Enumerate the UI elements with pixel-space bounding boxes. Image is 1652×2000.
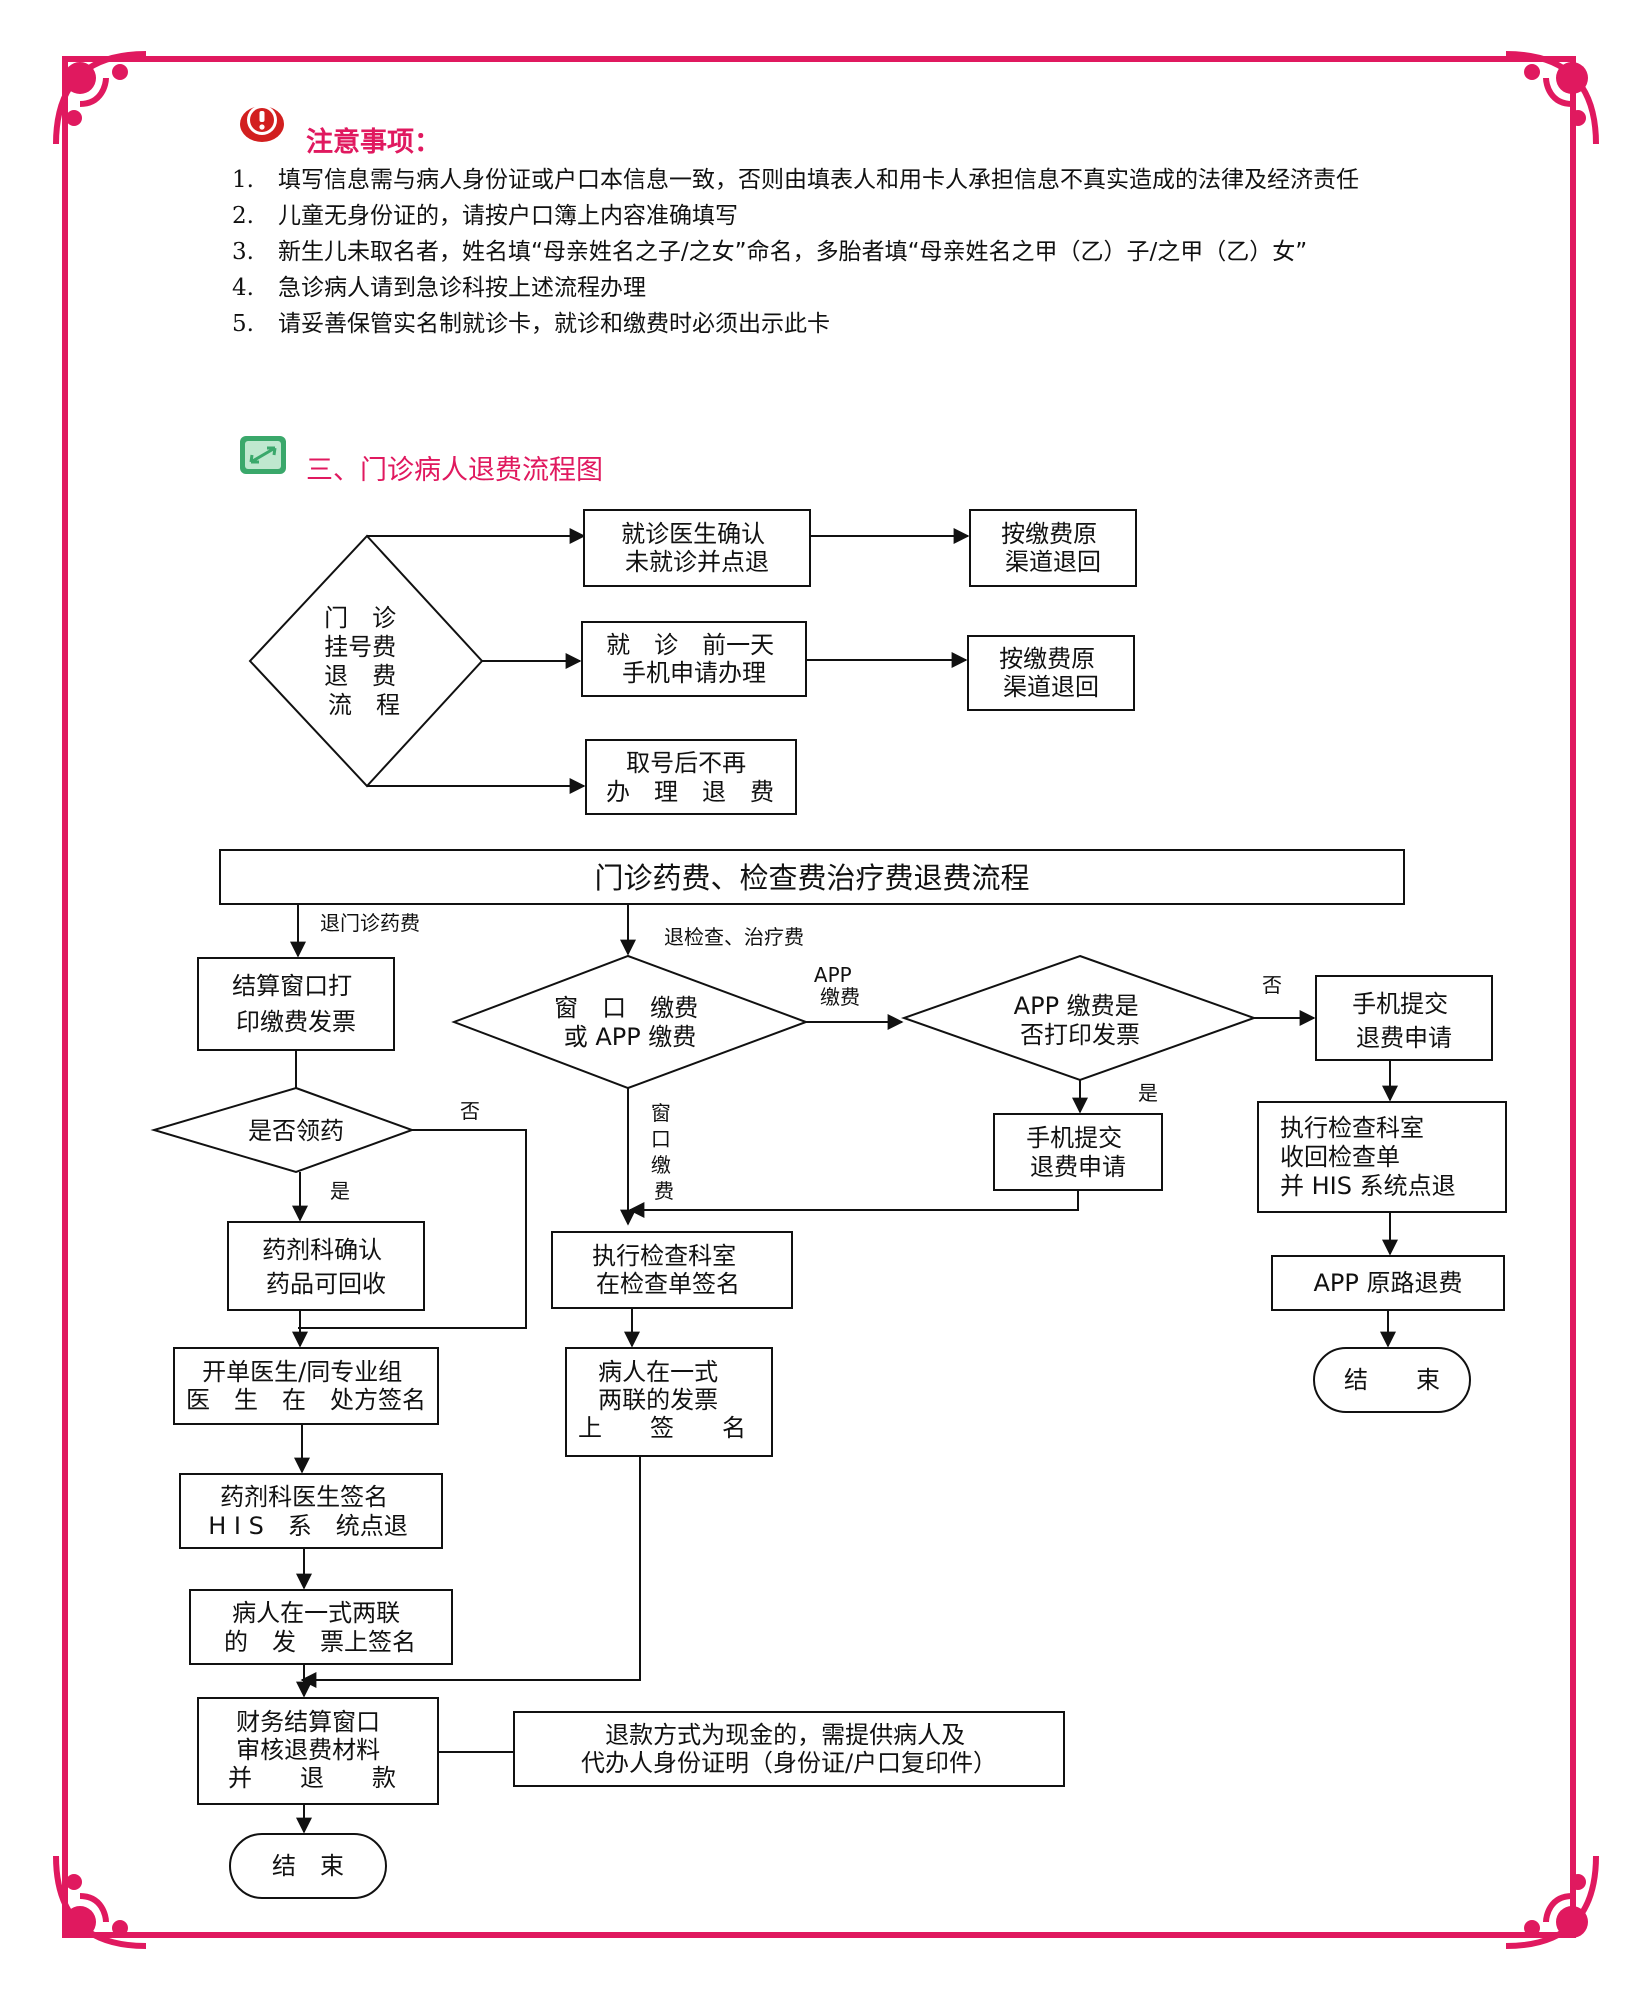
flow2-header: 门诊药费、检查费治疗费退费流程 [594, 861, 1029, 895]
box-doctor-sign [173, 1347, 439, 1425]
flow2-right-branch: 否 手机提交 退费申请 执行检查科室 收回检查单 并 HIS 系统点退 APP … [1254, 973, 1507, 1413]
flow1-diamond-label: 门 诊 挂号费 退 费 流 程 [324, 604, 404, 719]
box-exam-dept-recover [1257, 1101, 1507, 1213]
box-pharmacy-sign [179, 1473, 443, 1549]
flow1-diamond [248, 534, 484, 788]
flow2-mid-branch: 退检查、治疗费 窗 口 缴费 或 APP 缴费 APP 缴费 窗 口 缴 费 A… [300, 904, 1257, 1688]
corner-ornament-icon [1505, 51, 1599, 145]
corner-ornament-icon [53, 1855, 147, 1949]
flow1-box-refund-original-text: 按缴费原 渠道退回 [1001, 520, 1105, 576]
refresh-icon [240, 436, 286, 474]
notice-item: 4.急诊病人请到急诊科按上述流程办理 [232, 275, 646, 301]
box-exam-dept-sign [551, 1231, 793, 1309]
notice-title: 注意事项： [306, 127, 441, 158]
box-patient-sign-mid-text: 病人在一式 两联的发票 上 签 名 [578, 1358, 746, 1442]
flow2-arrow [300, 1456, 641, 1688]
box-phone-submit-mid-text: 手机提交 退费申请 [1026, 1124, 1130, 1181]
label-no-2: 否 [1262, 973, 1282, 997]
section-title: 三、门诊病人退费流程图 [306, 455, 603, 486]
box-settle-window-text: 结算窗口打 印缴费发票 [232, 972, 360, 1036]
box-exam-dept-sign-text: 执行检查科室 在检查单签名 [592, 1242, 744, 1298]
box-patient-sign-text: 病人在一式两联 的 发 票上签名 [224, 1599, 416, 1656]
notice-item: 2.儿童无身份证的，请按户口簿上内容准确填写 [232, 203, 738, 229]
page-border [62, 56, 1576, 1938]
notice-list: 1.填写信息需与病人身份证或户口本信息一致，否则由填表人和用卡人承担信息不真实造… [232, 162, 1492, 342]
flow1-box-no-refund-text: 取号后不再 办 理 退 费 [606, 749, 774, 806]
flow1-box-doctor-confirm [583, 509, 811, 587]
label-no: 否 [460, 1099, 480, 1123]
flow1-registration: 门 诊 挂号费 退 费 流 程 就诊医生确认 未就诊并点退 按缴费原 渠道退回 … [248, 509, 1137, 815]
end-left-text: 结 束 [272, 1852, 344, 1880]
flow1-box-app-apply-text: 就 诊 前一天 手机申请办理 [606, 631, 782, 687]
flow1-box-refund-original [969, 509, 1137, 587]
box-phone-submit-mid [993, 1113, 1163, 1191]
box-app-refund [1271, 1255, 1505, 1311]
branch-left-label: 退门诊药费 [320, 911, 420, 935]
warning-icon [240, 105, 284, 142]
notice-item: 3.新生儿未取名者，姓名填“母亲姓名之子/之女”命名，多胎者填“母亲姓名之甲（乙… [232, 239, 1308, 265]
flow1-box-doctor-confirm-text: 就诊医生确认 未就诊并点退 [621, 520, 773, 576]
notice-item: 1.填写信息需与病人身份证或户口本信息一致，否则由填表人和用卡人承担信息不真实造… [232, 167, 1359, 193]
end-left [229, 1833, 387, 1899]
label-window-pay: 窗 口 缴 费 [651, 1101, 677, 1203]
box-patient-sign-mid [565, 1347, 773, 1457]
flow1-box-refund-original-2 [967, 635, 1135, 711]
note-cash-refund-text: 退款方式为现金的，需提供病人及 代办人身份证明（身份证/户口复印件） [581, 1721, 997, 1777]
flow2-arrow [628, 1190, 1079, 1218]
flow1-box-no-refund [585, 739, 797, 815]
note-cash-refund [513, 1711, 1065, 1787]
label-app-pay: APP 缴费 [814, 963, 860, 1009]
flow1-box-app-apply [581, 621, 807, 697]
diamond-take-medicine [150, 1086, 415, 1174]
corner-ornament-icon [53, 51, 147, 145]
box-finance-window-text: 财务结算窗口 审核退费材料 并 退 款 [228, 1708, 396, 1792]
diamond-payment-type [451, 954, 809, 1090]
box-pharmacy-sign-text: 药剂科医生签名 H I S 系 统点退 [208, 1483, 408, 1540]
box-phone-submit-right [1315, 975, 1493, 1061]
label-yes: 是 [330, 1179, 350, 1203]
end-right [1313, 1347, 1471, 1413]
box-settle-window [197, 957, 395, 1051]
diamond-take-medicine-text: 是否领药 [248, 1117, 344, 1145]
diamond-payment-type-text: 窗 口 缴费 或 APP 缴费 [554, 994, 706, 1051]
branch-mid-label: 退检查、治疗费 [664, 925, 804, 949]
flow1-box-refund-original-2-text: 按缴费原 渠道退回 [999, 645, 1103, 701]
diamond-app-invoice-text: APP 缴费是 否打印发票 [1014, 992, 1147, 1049]
box-pharmacy-confirm [227, 1221, 425, 1311]
flow2-left-branch: 退门诊药费 结算窗口打 印缴费发票 是否领药 否 是 药剂科确认 药品可回收 开… [150, 904, 1065, 1899]
corner-ornament-icon [1505, 1855, 1599, 1949]
box-patient-sign [189, 1589, 453, 1665]
box-pharmacy-confirm-text: 药剂科确认 药品可回收 [262, 1236, 390, 1298]
flow2-arrow [298, 1129, 527, 1329]
flow2-header-box [219, 849, 1405, 905]
box-phone-submit-right-text: 手机提交 退费申请 [1352, 990, 1456, 1052]
box-exam-dept-recover-text: 执行检查科室 收回检查单 并 HIS 系统点退 [1280, 1114, 1456, 1200]
box-doctor-sign-text: 开单医生/同专业组 医 生 在 处方签名 [186, 1358, 426, 1414]
notice-item: 5.请妥善保管实名制就诊卡，就诊和缴费时必须出示此卡 [232, 311, 830, 337]
end-right-text: 结 束 [1344, 1366, 1440, 1394]
label-yes-2: 是 [1138, 1081, 1158, 1105]
box-app-refund-text: APP 原路退费 [1314, 1269, 1463, 1297]
